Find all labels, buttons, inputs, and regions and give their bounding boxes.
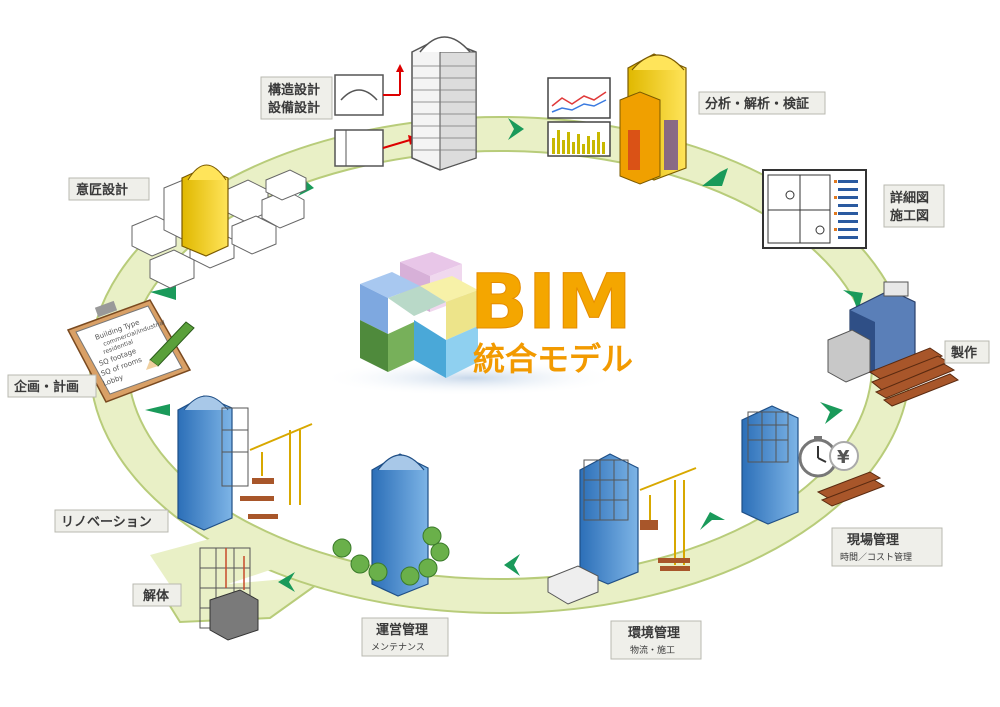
label-planning: 企画・計画 (7, 374, 97, 398)
environment-illustration (547, 453, 697, 605)
arrow-5 (700, 512, 725, 530)
label-detail-line1: 詳細図 (890, 190, 929, 206)
label-structure-line1: 構造設計 (268, 82, 320, 98)
label-design-text: 意匠設計 (76, 182, 128, 198)
arrow-7 (278, 572, 295, 592)
label-structure-line2: 設備設計 (268, 100, 320, 116)
cube-logo-icon (320, 252, 620, 396)
bim-title-text: BIM (470, 257, 632, 346)
label-structure-design: 構造設計 設備設計 (260, 76, 333, 120)
renovation-illustration (177, 395, 313, 531)
detail-drawing-illustration (762, 169, 867, 249)
label-design: 意匠設計 (68, 177, 150, 201)
design-illustration (131, 164, 307, 289)
label-analysis: 分析・解析・検証 (698, 91, 826, 115)
label-fabrication: 製作 (944, 340, 990, 364)
label-renovation-text: リノベーション (61, 515, 152, 530)
arrow-2 (702, 168, 728, 186)
label-site-main: 現場管理 (847, 532, 899, 548)
label-environment-main: 環境管理 (628, 625, 680, 641)
label-site-management: 現場管理 時間／コスト管理 (831, 527, 943, 567)
yen-symbol: ¥ (837, 447, 850, 468)
label-environment-management: 環境管理 物流・施工 (610, 620, 702, 660)
label-planning-text: 企画・計画 (13, 379, 79, 395)
arrow-6 (504, 554, 520, 576)
label-fabrication-text: 製作 (950, 345, 977, 361)
operation-illustration (332, 453, 450, 597)
label-operation-management: 運営管理 メンテナンス (361, 617, 449, 657)
bim-subtitle-text: 統合モデル (473, 340, 633, 378)
demolition-illustration (199, 547, 259, 641)
pencil-icon (146, 321, 195, 370)
label-demolition: 解体 (132, 583, 182, 607)
label-demolition-text: 解体 (142, 588, 170, 604)
label-detail-drawing: 詳細図 施工図 (883, 184, 945, 228)
crane-icon (639, 467, 697, 565)
clipboard-icon (66, 299, 192, 403)
analysis-illustration (547, 53, 687, 185)
arrow-1 (508, 118, 524, 140)
yen-icon: ¥ (829, 441, 859, 471)
structure-design-illustration (334, 36, 477, 171)
label-operation-sub: メンテナンス (371, 642, 425, 653)
label-analysis-text: 分析・解析・検証 (705, 96, 809, 112)
label-environment-sub: 物流・施工 (630, 644, 675, 656)
arrow-9 (150, 286, 176, 300)
stage-labels: 構造設計 設備設計 分析・解析・検証 詳細図 施工図 製作 現場管理 時間／コス… (7, 76, 990, 660)
label-operation-main: 運営管理 (376, 622, 428, 638)
label-renovation: リノベーション (54, 509, 169, 533)
arrow-4 (820, 402, 843, 424)
label-site-sub: 時間／コスト管理 (840, 551, 912, 563)
arrow-8 (145, 404, 170, 416)
site-management-illustration: ¥ (741, 405, 886, 525)
label-detail-line2: 施工図 (890, 208, 929, 224)
tree-icon (332, 526, 450, 586)
